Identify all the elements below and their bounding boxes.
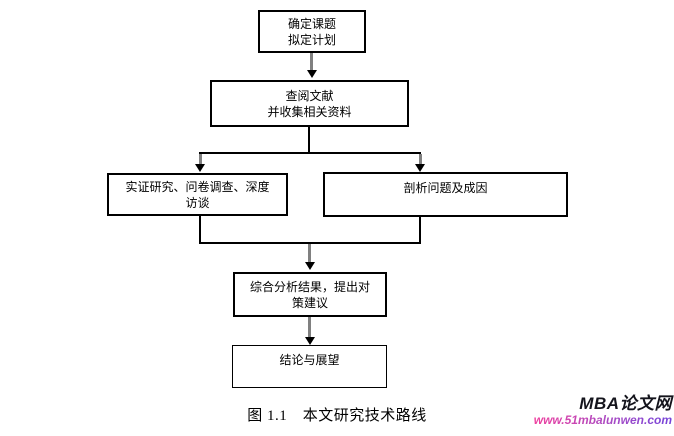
- flow-node-analyze-problems: 剖析问题及成因: [323, 172, 568, 217]
- watermark-site-name: MBA论文网: [579, 394, 672, 413]
- connector-line-vertical: [199, 216, 201, 244]
- arrow-head-down-icon: [415, 164, 425, 172]
- flow-node-literature-review: 查阅文献 并收集相关资料: [210, 80, 409, 127]
- arrow-stem-4: [308, 317, 311, 337]
- arrow-head-down-icon: [195, 164, 205, 172]
- flow-node-define-topic: 确定课题 拟定计划: [258, 10, 366, 53]
- watermark: MBA论文网 www.51mbalunwen.com: [533, 394, 672, 427]
- watermark-site-url: www.51mbalunwen.com: [533, 412, 672, 427]
- arrow-head-down-icon: [307, 70, 317, 78]
- arrow-stem-1: [310, 53, 313, 70]
- flow-node-synthesize-results: 综合分析结果，提出对 策建议: [233, 272, 387, 317]
- connector-line-vertical: [308, 127, 310, 154]
- arrow-stem-2-left: [199, 154, 202, 164]
- arrow-stem-3: [308, 244, 311, 262]
- flow-node-empirical-research: 实证研究、问卷调查、深度 访谈: [107, 173, 288, 216]
- connector-line-horizontal: [199, 152, 421, 154]
- arrow-head-down-icon: [305, 337, 315, 345]
- arrow-head-down-icon: [305, 262, 315, 270]
- flow-node-conclusion-outlook: 结论与展望: [232, 345, 387, 388]
- figure-caption: 图 1.1 本文研究技术路线: [247, 408, 427, 424]
- connector-line-horizontal: [199, 242, 421, 244]
- connector-line-vertical: [419, 217, 421, 244]
- arrow-stem-2-right: [419, 154, 422, 164]
